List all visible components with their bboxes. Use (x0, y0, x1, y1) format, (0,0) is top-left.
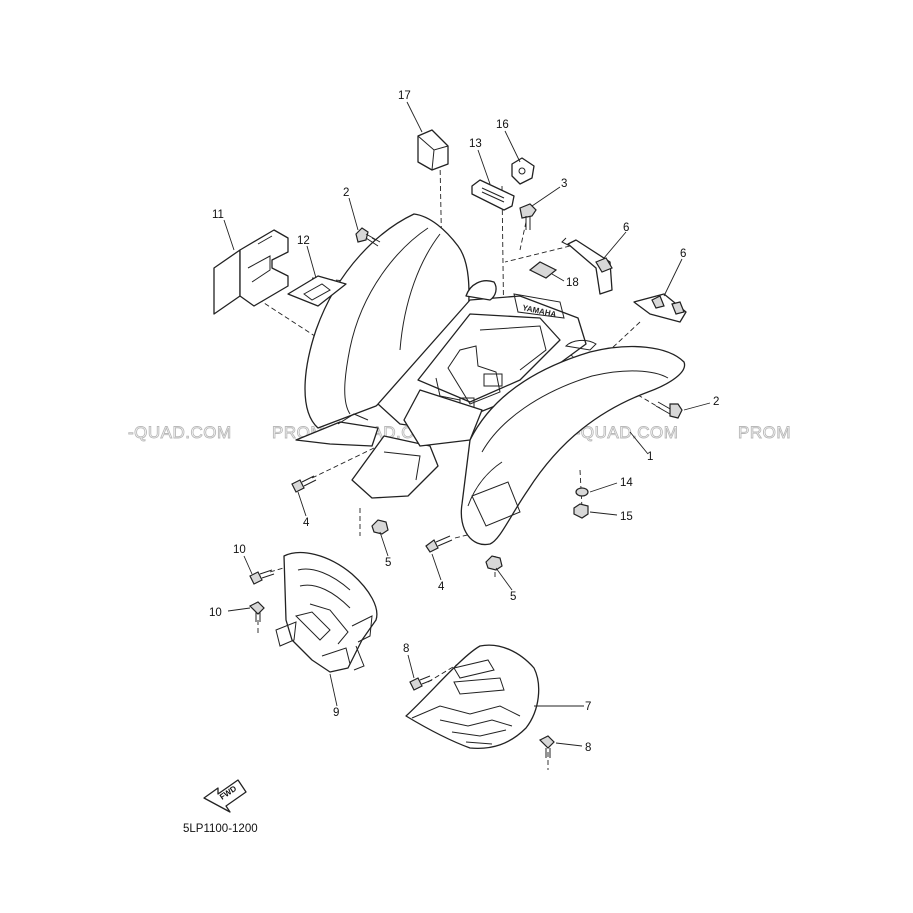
bolt-2-right (655, 401, 683, 419)
callout-11: 11 (212, 209, 224, 221)
clip-16 (511, 157, 535, 185)
callout-5-left: 5 (385, 557, 391, 569)
pad-18 (528, 261, 558, 279)
nut-5-left (371, 519, 389, 535)
bracket-13 (471, 179, 515, 211)
screw-10-lower (248, 601, 265, 622)
screw-10-upper (249, 569, 275, 585)
watermark-text-1: -QUAD.COM (128, 423, 232, 442)
callout-8-upper: 8 (403, 643, 409, 655)
screw-4-left (291, 475, 317, 493)
screw-4-right (425, 535, 453, 553)
screw-8-upper (409, 675, 433, 691)
callout-3: 3 (561, 178, 567, 190)
pad-12 (287, 275, 347, 307)
bolt-3 (519, 203, 537, 230)
callout-6-right: 6 (680, 248, 686, 260)
callout-4-left: 4 (303, 517, 310, 529)
callout-10-lower: 10 (209, 607, 222, 619)
callout-1: 1 (647, 451, 653, 463)
callout-5-right: 5 (510, 591, 516, 603)
diagram-code: 5LP1100-1200 (183, 823, 258, 835)
nut-5-right (485, 555, 503, 571)
bracket-6b (633, 293, 687, 323)
grommet-14 (575, 487, 589, 497)
mudflap-7 (405, 644, 540, 750)
callout-12: 12 (297, 235, 310, 247)
callout-2-right: 2 (713, 396, 719, 408)
callout-16: 16 (496, 119, 509, 131)
callout-8-lower: 8 (585, 742, 591, 754)
callout-2-upper: 2 (343, 187, 349, 199)
callout-17: 17 (398, 90, 411, 102)
callout-10-upper: 10 (233, 544, 246, 556)
screw-8-lower (538, 735, 555, 758)
callout-14: 14 (620, 477, 633, 489)
rear-fender: YAMAHA (295, 213, 686, 546)
bracket-11 (213, 229, 289, 315)
callout-6-upper: 6 (623, 222, 629, 234)
callout-13: 13 (469, 138, 482, 150)
bolt-2-upper (355, 227, 381, 247)
callout-7: 7 (585, 701, 591, 713)
callout-numbers: 17 16 13 3 2 11 12 6 6 18 2 1 14 15 4 5 … (209, 90, 719, 754)
box-17 (417, 129, 449, 171)
callout-4-right: 4 (438, 581, 445, 593)
callout-9: 9 (333, 707, 339, 719)
callout-15: 15 (620, 511, 633, 523)
leader-lines (223, 101, 711, 747)
bracket-6a (561, 237, 613, 295)
nut-15 (573, 503, 589, 519)
mudflap-9 (275, 552, 378, 673)
watermark-text-4: PROM (738, 423, 791, 442)
callout-18: 18 (566, 277, 579, 289)
fwd-arrow-icon: FWD (203, 779, 247, 813)
